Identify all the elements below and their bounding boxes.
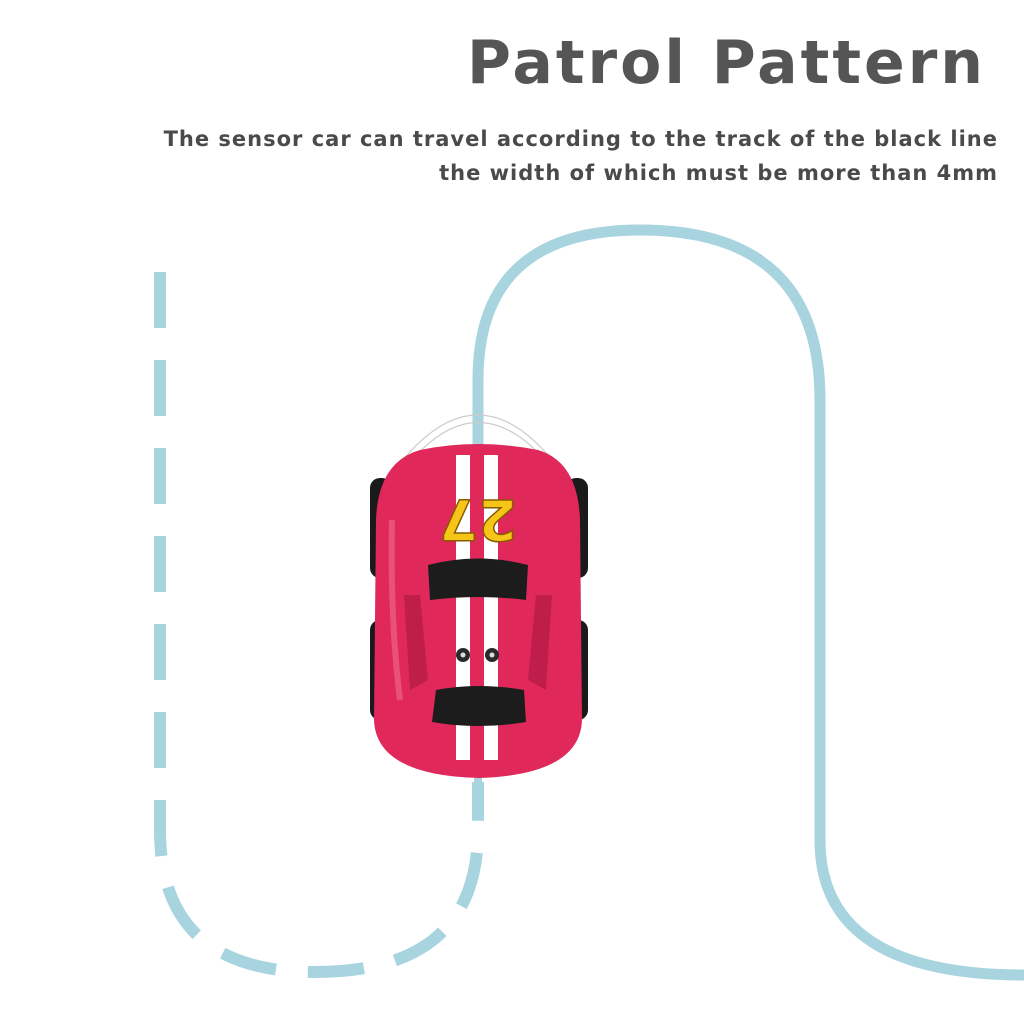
description-line-2: the width of which must be more than 4mm (439, 161, 998, 185)
car-body (374, 444, 582, 778)
race-car: 27 (370, 444, 588, 788)
stripe-left (456, 455, 470, 760)
stripe-right (484, 455, 498, 760)
windshield (428, 558, 528, 600)
car-number: 27 (439, 486, 517, 551)
solid-track-line (472, 224, 1024, 981)
sensor-arc-icon (394, 414, 561, 471)
page-title: Patrol Pattern (466, 28, 986, 98)
description: The sensor car can travel according to t… (164, 122, 998, 190)
dashed-track-line (154, 272, 484, 979)
description-line-1: The sensor car can travel according to t… (163, 127, 998, 151)
rear-window (432, 686, 526, 726)
